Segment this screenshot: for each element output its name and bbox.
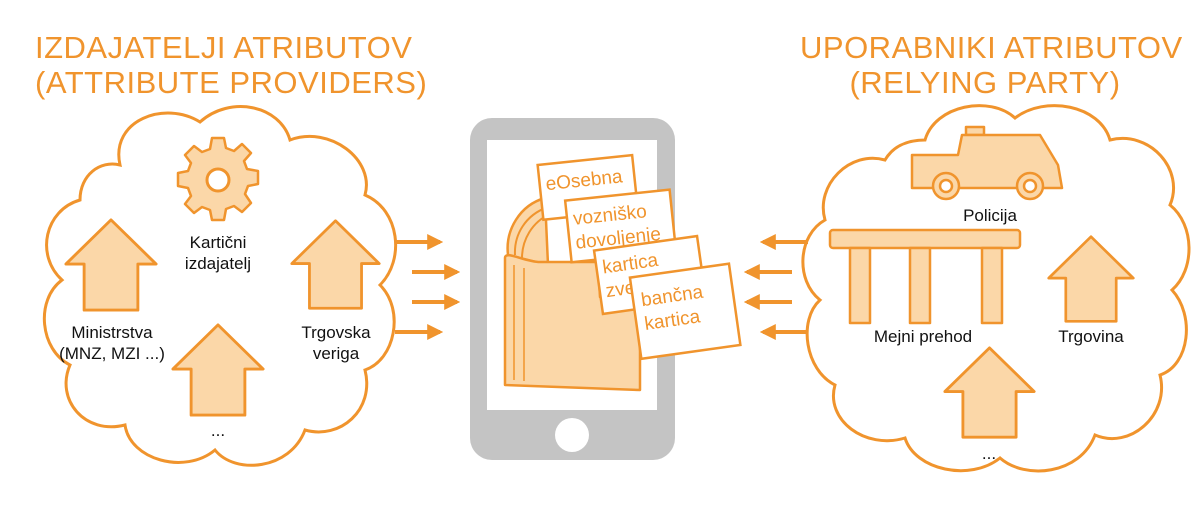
relying-title-line1: UPORABNIKI ATRIBUTOV — [800, 30, 1183, 65]
wallet-icon — [503, 196, 642, 392]
card-issuer-label: Kartični izdajatelj — [184, 233, 252, 273]
wallet-card-bank: bančna kartica — [628, 262, 742, 361]
police-label: Policija — [963, 206, 1017, 225]
providers-title-line1: IZDAJATELJI ATRIBUTOV — [35, 30, 413, 65]
relying-cloud — [801, 104, 1191, 473]
providers-cloud — [42, 105, 398, 467]
providers-title: IZDAJATELJI ATRIBUTOV (ATTRIBUTE PROVIDE… — [35, 30, 428, 100]
border-crossing-icon — [828, 228, 1022, 325]
relying-title: UPORABNIKI ATRIBUTOV (RELYING PARTY) — [800, 30, 1183, 100]
providers-title-line2: (ATTRIBUTE PROVIDERS) — [35, 65, 428, 100]
more-providers-label: ... — [210, 421, 226, 440]
house-icon-ministries — [64, 218, 158, 312]
police-car-icon — [910, 125, 1064, 201]
gear-icon — [176, 136, 260, 222]
ministries-label: Ministrstva (MNZ, MZI ...) — [59, 323, 165, 363]
house-icon-more-relying — [943, 346, 1036, 439]
border-crossing-label: Mejni prehod — [873, 327, 973, 346]
more-relying-label: ... — [981, 444, 997, 463]
retail-chain-label: Trgovska veriga — [301, 323, 371, 363]
house-icon-shop — [1047, 235, 1135, 323]
shop-label: Trgovina — [1058, 327, 1124, 346]
house-icon-more-providers — [171, 323, 265, 417]
house-icon-retail — [290, 219, 381, 310]
relying-title-line2: (RELYING PARTY) — [849, 65, 1121, 100]
